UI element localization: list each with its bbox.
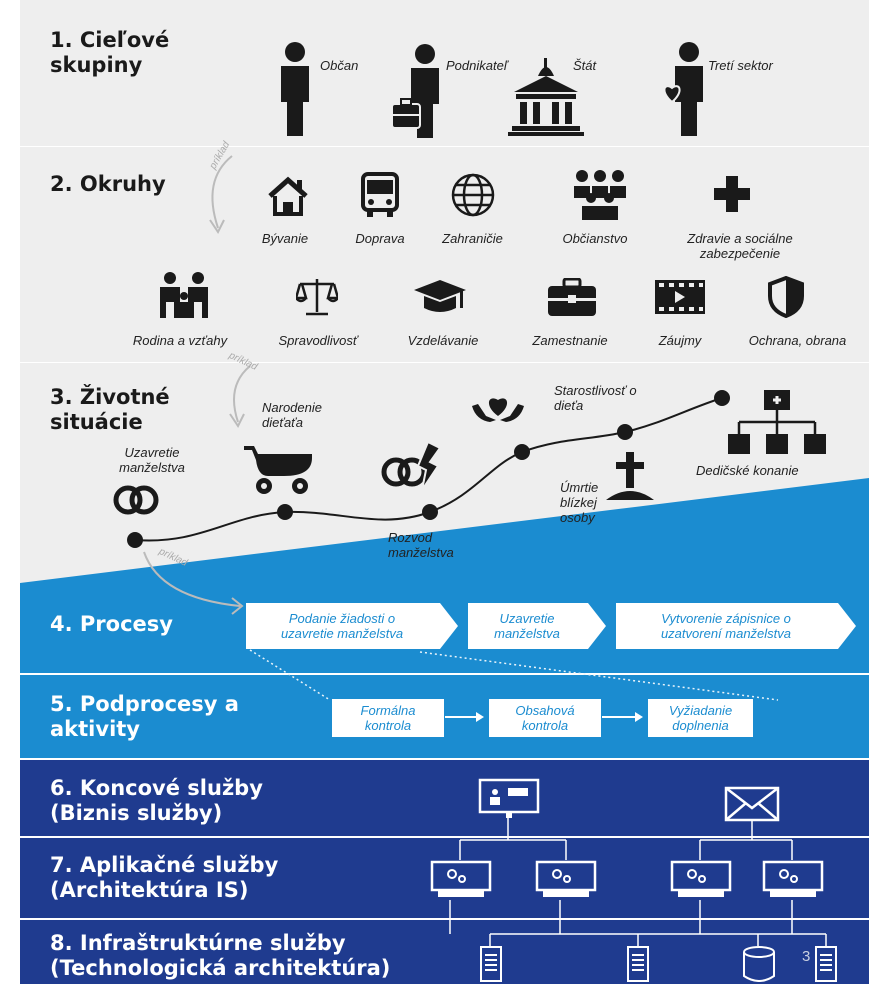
org-chart-icon	[724, 390, 830, 456]
level-3-title: 3. Životné situácie	[50, 385, 170, 434]
stroller-icon	[242, 440, 320, 496]
app-monitor-icon	[670, 860, 732, 900]
level-6-title: 6. Koncové služby (Biznis služby)	[50, 776, 263, 825]
database-icon	[742, 946, 776, 982]
level-1-title: 1. Cieľové skupiny	[50, 28, 170, 77]
shield-icon	[768, 276, 804, 318]
domain-label-health: Zdravie a sociálne zabezpečenie	[687, 231, 793, 261]
globe-icon	[450, 172, 496, 218]
family-icon	[158, 272, 210, 318]
businessman-icon	[392, 42, 442, 138]
level-7-title: 7. Aplikačné služby (Architektúra IS)	[50, 853, 279, 902]
wedding-rings-icon	[112, 480, 160, 516]
kiosk-monitor-icon	[478, 778, 540, 820]
broken-rings-icon	[378, 440, 442, 492]
process-label-record: Vytvorenie zápisnice o uzatvorení manžel…	[660, 611, 792, 641]
band-infrastructure-services	[20, 920, 869, 984]
situation-label-marriage: Uzavretie manželstva	[119, 445, 185, 475]
process-label-application: Podanie žiadosti o uzavretie manželstva	[280, 611, 404, 641]
level-2-title: 2. Okruhy	[50, 172, 166, 196]
bus-icon	[360, 172, 400, 218]
people-group-icon	[572, 168, 628, 220]
domain-label-abroad: Zahraničie	[442, 231, 503, 246]
process-step-marriage: Uzavretie manželstva	[468, 603, 606, 649]
grave-cross-icon	[604, 452, 656, 500]
government-building-icon	[508, 58, 584, 136]
domain-label-defence: Ochrana, obrana	[748, 333, 847, 348]
situation-label-inheritance: Dedičské konanie	[696, 463, 799, 478]
domain-label-interests: Záujmy	[658, 333, 702, 348]
band-target-groups	[20, 0, 869, 146]
envelope-icon	[724, 786, 780, 822]
level-4-title: 4. Procesy	[50, 612, 173, 636]
domain-label-education: Vzdelávanie	[407, 333, 479, 348]
situation-label-birth: Narodenie dieťaťa	[262, 400, 322, 430]
situation-label-death: Úmrtie blízkej osoby	[560, 480, 599, 525]
person-heart-icon	[660, 40, 706, 136]
group-label-citizen: Občan	[320, 58, 359, 73]
group-label-third-sector: Tretí sektor	[708, 58, 773, 73]
app-monitor-icon	[762, 860, 824, 900]
level-5-title: 5. Podprocesy a aktivity	[50, 692, 239, 741]
example-arrow-3	[143, 551, 244, 615]
app-monitor-icon	[430, 860, 492, 900]
process-step-application: Podanie žiadosti o uzavretie manželstva	[246, 603, 458, 649]
heart-hands-icon	[470, 390, 526, 428]
band-business-services	[20, 760, 869, 836]
process-label-marriage: Uzavretie manželstva	[494, 611, 560, 641]
group-label-entrepreneur: Podnikateľ	[446, 58, 508, 73]
page-number: 3	[802, 948, 811, 965]
server-icon	[480, 946, 502, 982]
domain-label-family: Rodina a vzťahy	[132, 333, 228, 348]
server-icon	[815, 946, 837, 982]
domain-label-employment: Zamestnanie	[532, 333, 608, 348]
app-monitor-icon	[535, 860, 597, 900]
person-icon	[278, 40, 312, 136]
domain-label-housing: Bývanie	[261, 231, 309, 246]
medical-cross-icon	[712, 174, 752, 214]
server-icon	[627, 946, 649, 982]
scales-icon	[296, 276, 338, 316]
film-icon	[655, 280, 705, 314]
subprocess-formal-check: Formálna kontrola	[331, 698, 445, 738]
graduation-cap-icon	[414, 278, 466, 318]
process-step-record: Vytvorenie zápisnice o uzatvorení manžel…	[616, 603, 856, 649]
example-arrow-2	[229, 365, 251, 428]
briefcase-icon	[546, 278, 598, 318]
situation-label-divorce: Rozvod manželstva	[388, 530, 454, 560]
level-8-title: 8. Infraštruktúrne služby (Technologická…	[50, 931, 391, 980]
subprocess-request-completion: Vyžiadanie doplnenia	[647, 698, 754, 738]
situation-label-childcare: Starostlivosť o dieťa	[554, 383, 637, 413]
domain-label-justice: Spravodlivosť	[278, 333, 358, 348]
example-arrow-1	[209, 155, 233, 234]
domain-label-transport: Doprava	[355, 231, 405, 246]
subprocess-content-check: Obsahová kontrola	[488, 698, 602, 738]
domain-label-citizenship: Občianstvo	[562, 231, 628, 246]
house-icon	[266, 176, 310, 216]
group-label-state: Štát	[573, 58, 597, 73]
